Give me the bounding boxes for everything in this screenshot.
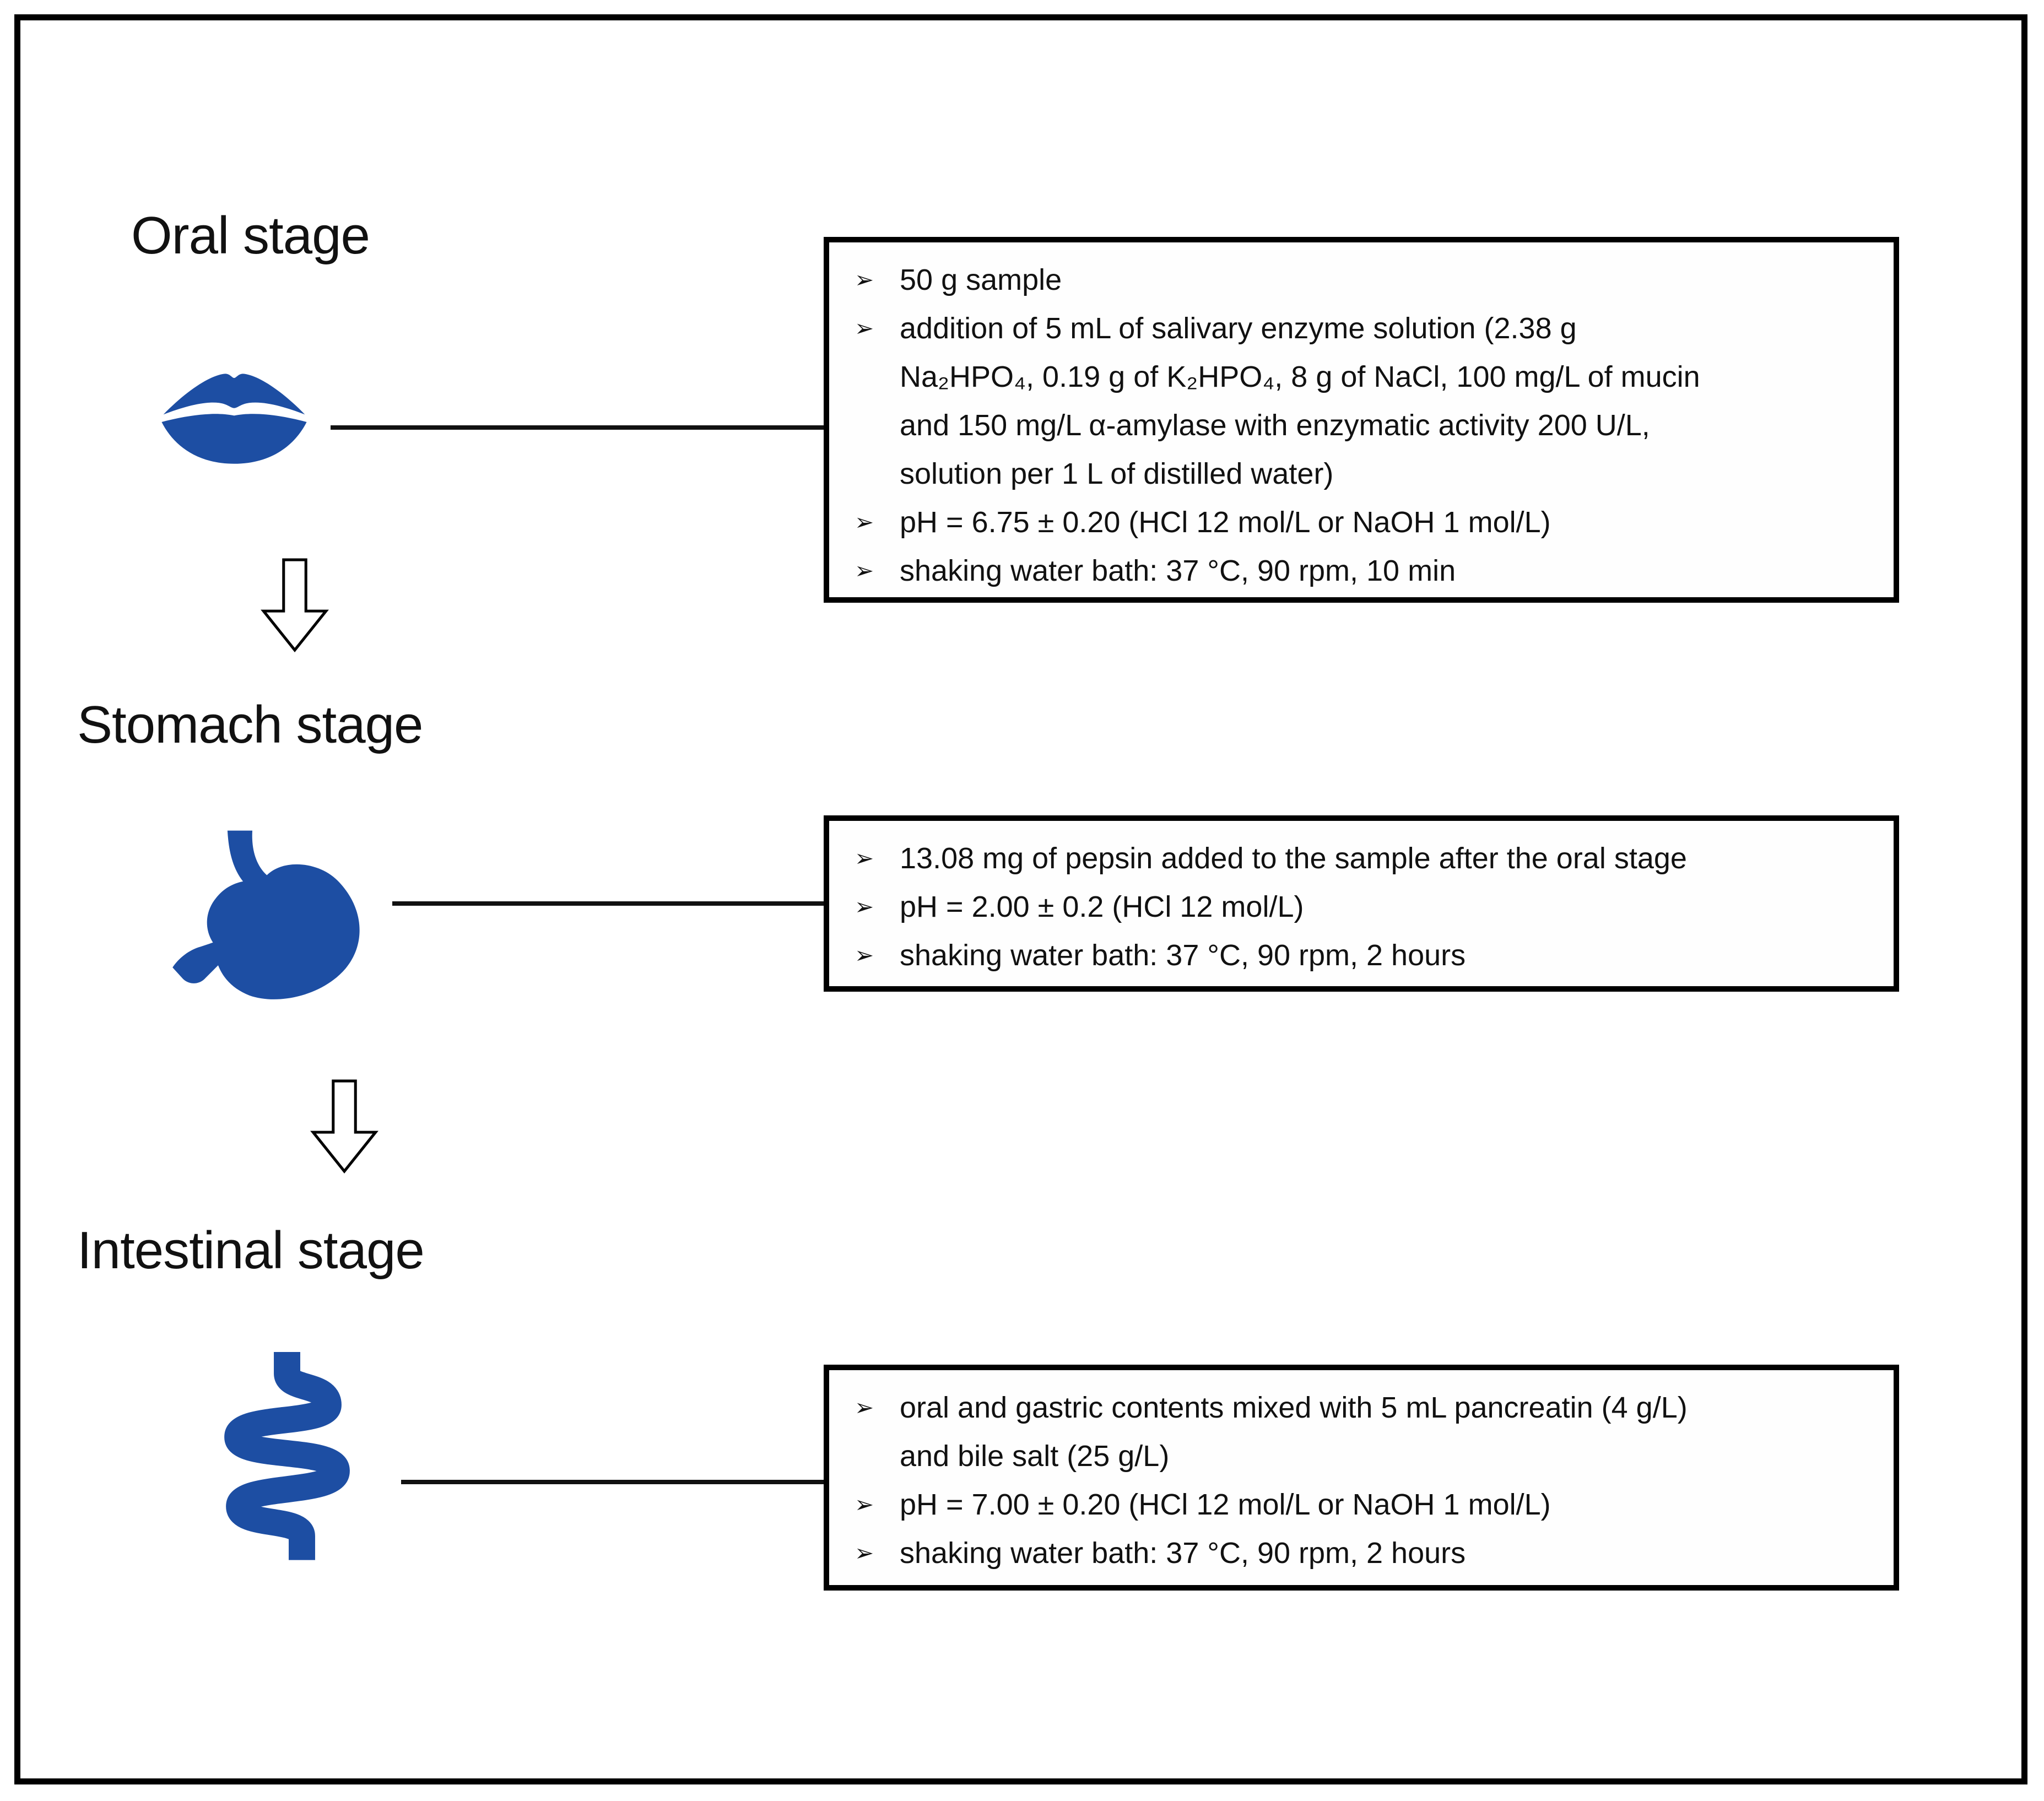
stage-label-oral: Oral stage [131,206,370,265]
bullet-text: 13.08 mg of pepsin added to the sample a… [900,842,1687,875]
lips-icon [157,367,311,477]
connector-line-stomach [392,901,824,906]
bullet-text: pH = 2.00 ± 0.2 (HCl 12 mol/L) [900,890,1304,923]
intestinal-stage-box: ➢ oral and gastric contents mixed with 5… [824,1365,1899,1591]
bullet-item: ➢ shaking water bath: 37 °C, 90 rpm, 2 h… [855,931,1878,980]
arrowhead-bullet-icon: ➢ [855,893,874,920]
figure-border-frame [14,14,2027,1784]
arrowhead-bullet-icon: ➢ [855,315,874,342]
bullet-item: ➢ 50 g sample [855,256,1878,304]
connector-line-oral [331,425,824,430]
stomach-icon [165,828,375,1019]
bullet-text: addition of 5 mL of salivary enzyme solu… [900,312,1700,490]
stage-label-stomach: Stomach stage [77,695,423,754]
arrowhead-bullet-icon: ➢ [855,845,874,872]
bullet-item: ➢ shaking water bath: 37 °C, 90 rpm, 2 h… [855,1529,1878,1577]
bullet-text: pH = 6.75 ± 0.20 (HCl 12 mol/L or NaOH 1… [900,506,1551,539]
bullet-item: ➢ addition of 5 mL of salivary enzyme so… [855,304,1878,498]
arrowhead-bullet-icon: ➢ [855,942,874,969]
arrowhead-bullet-icon: ➢ [855,1394,874,1421]
bullet-text: pH = 7.00 ± 0.20 (HCl 12 mol/L or NaOH 1… [900,1488,1551,1521]
arrowhead-bullet-icon: ➢ [855,266,874,293]
stage-label-intestinal: Intestinal stage [77,1221,425,1280]
bullet-item: ➢ pH = 6.75 ± 0.20 (HCl 12 mol/L or NaOH… [855,498,1878,547]
bullet-item: ➢ oral and gastric contents mixed with 5… [855,1383,1878,1480]
down-arrow-icon [259,558,331,652]
bullet-text: shaking water bath: 37 °C, 90 rpm, 2 hou… [900,939,1466,972]
down-arrow-icon [309,1079,380,1173]
bullet-item: ➢ 13.08 mg of pepsin added to the sample… [855,834,1878,883]
arrowhead-bullet-icon: ➢ [855,1491,874,1518]
connector-line-intestine [401,1480,824,1484]
bullet-text: shaking water bath: 37 °C, 90 rpm, 10 mi… [900,554,1456,587]
arrowhead-bullet-icon: ➢ [855,509,874,536]
bullet-text: oral and gastric contents mixed with 5 m… [900,1391,1688,1473]
oral-stage-box: ➢ 50 g sample ➢ addition of 5 mL of sali… [824,237,1899,603]
stomach-stage-box: ➢ 13.08 mg of pepsin added to the sample… [824,815,1899,992]
bullet-item: ➢ shaking water bath: 37 °C, 90 rpm, 10 … [855,547,1878,595]
bullet-text: 50 g sample [900,263,1062,296]
arrowhead-bullet-icon: ➢ [855,557,874,584]
bullet-item: ➢ pH = 7.00 ± 0.20 (HCl 12 mol/L or NaOH… [855,1480,1878,1529]
arrowhead-bullet-icon: ➢ [855,1539,874,1566]
bullet-item: ➢ pH = 2.00 ± 0.2 (HCl 12 mol/L) [855,883,1878,931]
bullet-text: shaking water bath: 37 °C, 90 rpm, 2 hou… [900,1537,1466,1570]
intestine-icon [203,1349,385,1609]
